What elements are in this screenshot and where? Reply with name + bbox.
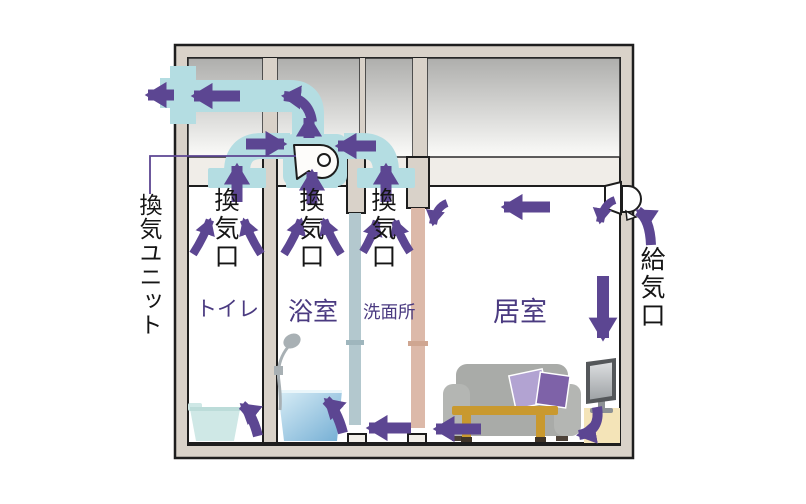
arrow-bath-up-right [319, 217, 345, 257]
wall-toilet-bath [262, 156, 278, 444]
toilet-icon [188, 403, 240, 441]
tv-icon [586, 358, 616, 413]
arrow-toilet-up-right [239, 217, 265, 257]
washroom-door-handle [408, 341, 428, 346]
washroom-door [411, 208, 425, 428]
house-structure [173, 43, 635, 460]
label-exhaust-vent-washroom: 換気口 [368, 187, 395, 271]
arrow-toilet-bowl-up [238, 401, 263, 438]
bathroom-door-handle [346, 340, 364, 345]
room-label-bathroom: 浴室 [288, 299, 339, 326]
bathroom-door [349, 213, 361, 425]
arrow-living-door-curve [425, 199, 449, 227]
cushion-icon [507, 367, 571, 411]
threshold-bathroom [347, 433, 367, 444]
arrow-bath-up-left [280, 217, 306, 257]
label-exhaust-vent-toilet: 換気口 [211, 187, 238, 271]
arrow-tv-floor-curve [576, 406, 603, 444]
arrow-wash-up-right [389, 218, 414, 255]
arrow-bathtub-up [322, 396, 348, 435]
label-supply-vent: 給気口 [637, 246, 664, 330]
shower-icon [274, 333, 301, 411]
label-ventilation-unit: 換気ユニット [136, 193, 161, 337]
room-label-toilet: トイレ [196, 297, 259, 321]
arrow-supply-outside [634, 206, 659, 246]
arrow-wash-up-left [359, 218, 383, 255]
unit-leader-line [149, 155, 296, 194]
room-label-washroom: 洗面所 [363, 302, 416, 322]
arrow-supply-inside [592, 196, 617, 225]
threshold-washroom [407, 433, 427, 444]
room-label-living: 居室 [493, 297, 547, 327]
label-exhaust-vent-bathroom: 換気口 [296, 187, 323, 271]
airflow-arrows [144, 81, 659, 444]
arrow-toilet-up-left [189, 217, 215, 257]
